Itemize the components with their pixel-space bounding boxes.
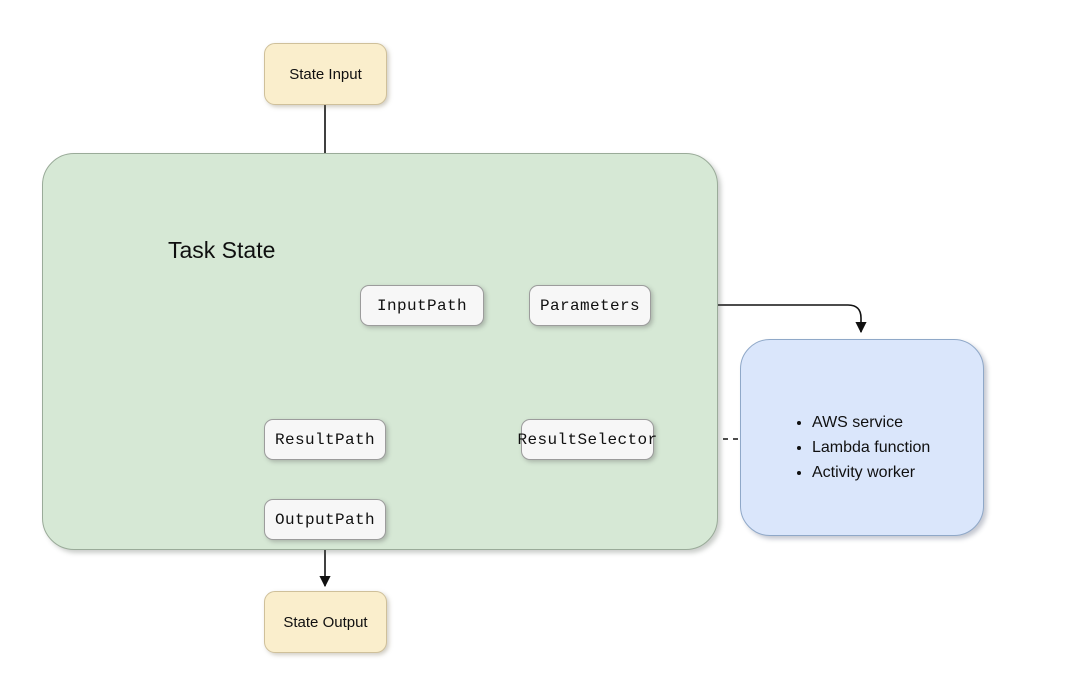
node-resultselector[interactable]: ResultSelector (517, 419, 657, 460)
resource-target-box (740, 339, 984, 536)
node-resultpath[interactable]: ResultPath (264, 419, 386, 460)
list-item-activity-worker: Activity worker (812, 460, 930, 485)
node-state-output[interactable]: State Output (264, 591, 387, 653)
list-item-aws-service: AWS service (812, 410, 930, 435)
node-inputpath[interactable]: InputPath (360, 285, 484, 326)
list-item-lambda-function: Lambda function (812, 435, 930, 460)
task-state-region (42, 153, 718, 550)
node-outputpath[interactable]: OutputPath (264, 499, 386, 540)
resource-target-list: AWS service Lambda function Activity wor… (792, 410, 930, 485)
node-parameters[interactable]: Parameters (529, 285, 651, 326)
task-state-label: Task State (168, 237, 276, 263)
node-state-input[interactable]: State Input (264, 43, 387, 105)
